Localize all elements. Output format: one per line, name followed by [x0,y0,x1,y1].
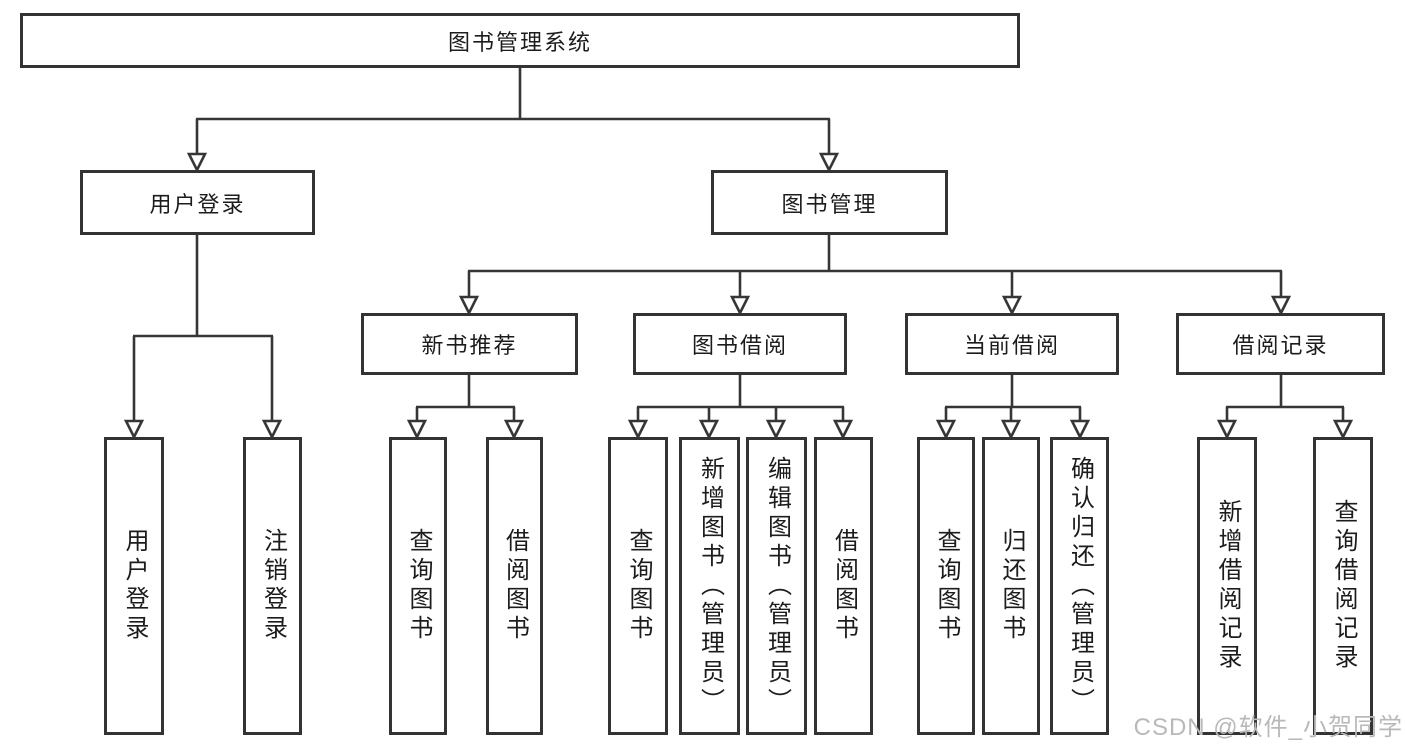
node-library-management-system: 图书管理系统 [20,13,1020,68]
leaf-logout-login: 注销登录 [243,437,302,735]
connector-borrow-to-leaves [627,375,854,440]
leaf-label: 查询图书 [405,528,432,644]
leaf-label: 新增图书（管理员） [696,455,724,717]
leaf-label: 用户登录 [121,528,148,644]
leaf-borrow-query-books: 查询图书 [608,437,668,735]
node-label: 图书管理系统 [447,29,592,55]
leaf-current-return-books: 归还图书 [982,437,1040,735]
node-label: 新书推荐 [421,333,518,358]
watermark: CSDN @软件_小贺同学 [1133,714,1403,741]
leaf-label: 查询借阅记录 [1330,499,1357,673]
node-borrow-records: 借阅记录 [1176,313,1385,375]
leaf-borrow-edit-books-admin: 编辑图书（管理员） [746,437,807,735]
node-new-book-recommend: 新书推荐 [361,313,578,375]
leaf-label: 注销登录 [259,528,287,644]
leaf-records-query-record: 查询借阅记录 [1313,437,1373,735]
leaf-user-login: 用户登录 [104,437,164,735]
leaf-label: 借阅图书 [830,528,858,644]
leaf-label: 确认归还（管理员） [1066,455,1094,717]
node-label: 用户登录 [149,191,246,217]
leaf-current-confirm-return-admin: 确认归还（管理员） [1050,437,1109,735]
node-book-management: 图书管理 [711,170,948,235]
leaf-borrow-add-books-admin: 新增图书（管理员） [679,437,740,735]
leaf-label: 查询图书 [933,528,960,644]
node-label: 当前借阅 [963,333,1060,358]
leaf-label: 查询图书 [625,528,652,644]
node-user-login: 用户登录 [80,170,315,235]
leaf-label: 借阅图书 [501,528,529,644]
connector-root-to-level1 [186,68,840,173]
leaf-records-add-record: 新增借阅记录 [1197,437,1257,735]
connector-records-to-leaves [1216,375,1354,440]
leaf-current-query-books: 查询图书 [917,437,975,735]
leaf-label: 编辑图书（管理员） [763,455,791,717]
leaf-newbook-borrow-books: 借阅图书 [486,437,543,735]
connector-current-to-leaves [935,375,1091,440]
leaf-label: 新增借阅记录 [1214,499,1241,673]
node-label: 图书借阅 [691,333,788,358]
node-label: 图书管理 [781,191,878,217]
node-book-borrow: 图书借阅 [633,313,847,375]
leaf-borrow-borrow-books: 借阅图书 [814,437,873,735]
connector-bookmgmt-to-level2 [458,235,1292,316]
connector-userlogin-to-leaves [123,235,283,440]
connector-newbook-to-leaves [406,375,525,440]
node-current-borrow: 当前借阅 [905,313,1119,375]
leaf-newbook-query-books: 查询图书 [389,437,447,735]
leaf-label: 归还图书 [998,528,1025,644]
node-label: 借阅记录 [1232,333,1329,358]
